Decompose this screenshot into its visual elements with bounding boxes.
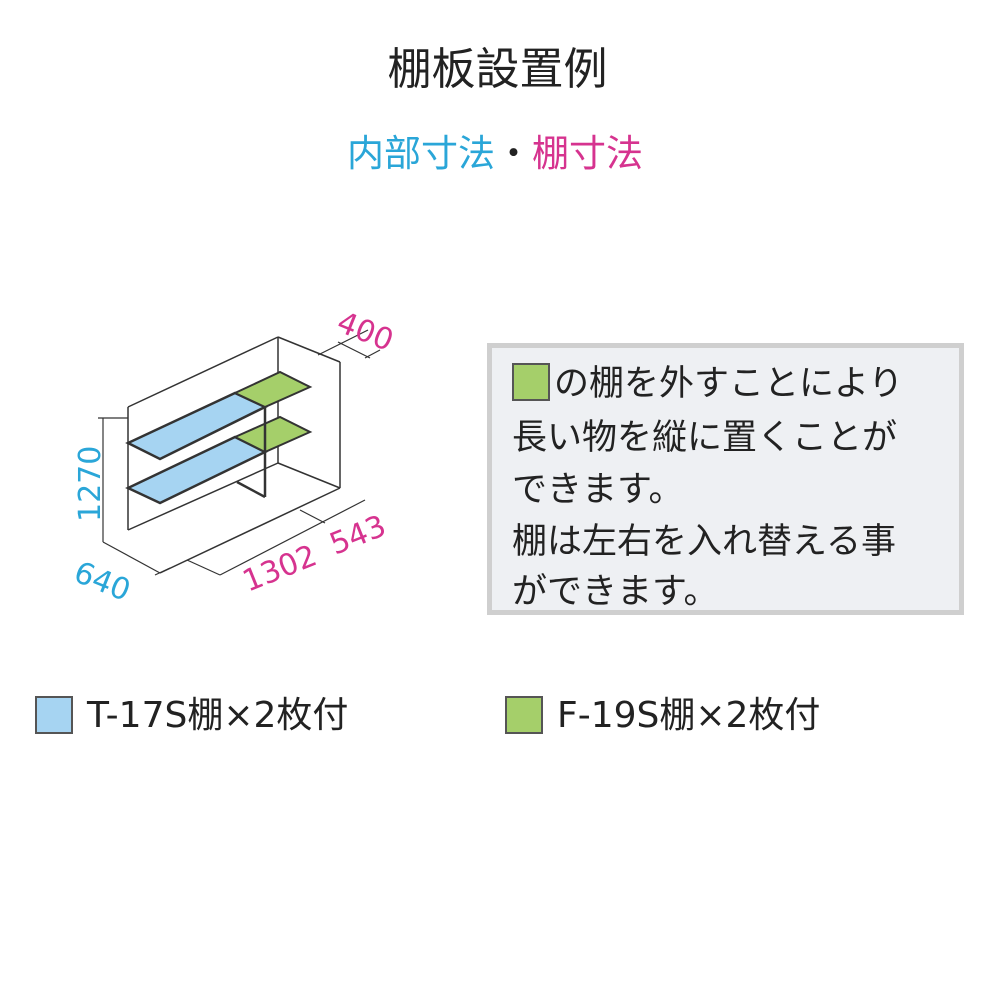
dimension-lines xyxy=(98,329,381,576)
depth-dim: 640 xyxy=(69,555,135,609)
note-box: の棚を外すことにより 長い物を縦に置くことが できます。 棚は左右を入れ替える事… xyxy=(487,343,964,615)
green-shelf-upper xyxy=(232,370,313,409)
subtitle: 内部寸法・棚寸法 xyxy=(0,130,990,178)
note-line-1: の棚を外すことにより xyxy=(512,362,903,406)
note-text: の棚を外すことにより xyxy=(554,364,904,404)
note-line-2: 長い物を縦に置くことが xyxy=(512,418,898,458)
legend-item-green: F-19S棚×2枚付 xyxy=(505,692,820,740)
green-depth-dim: 400 xyxy=(332,305,398,359)
legend-label: F-19S棚×2枚付 xyxy=(557,695,821,736)
inner-dimension-label: 内部寸法 xyxy=(347,132,495,175)
width-dim: 1302 xyxy=(238,538,322,599)
legend-label: T-17S棚×2枚付 xyxy=(87,695,349,736)
legend-item-blue: T-17S棚×2枚付 xyxy=(35,692,348,740)
shelf-dimension-label: 棚寸法 xyxy=(532,132,643,175)
note-line-3: できます。 xyxy=(512,470,684,510)
page-title: 棚板設置例 xyxy=(387,44,608,95)
green-swatch-icon xyxy=(512,363,550,401)
note-line-5: ができます。 xyxy=(512,572,719,612)
separator: ・ xyxy=(495,132,532,175)
height-dim: 1270 xyxy=(73,446,108,522)
green-swatch-icon xyxy=(505,696,543,734)
blue-swatch-icon xyxy=(35,696,73,734)
shelf-diagram: 1270 640 1302 543 400 xyxy=(69,305,398,609)
note-line-4: 棚は左右を入れ替える事 xyxy=(512,522,896,562)
green-width-dim: 543 xyxy=(325,509,391,563)
shelf-post xyxy=(236,407,267,499)
